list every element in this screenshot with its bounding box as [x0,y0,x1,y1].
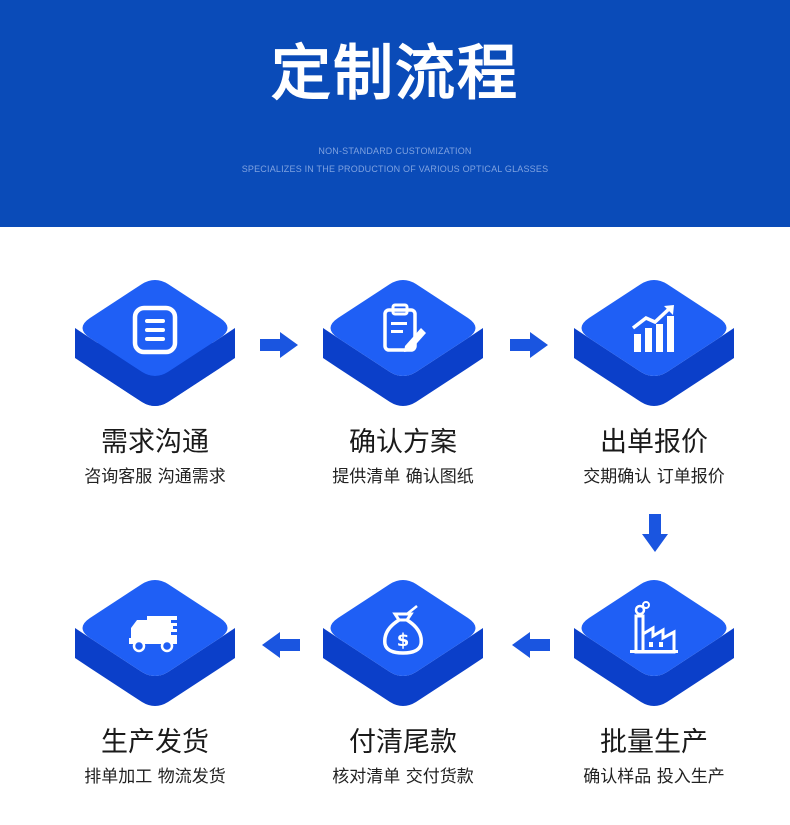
step-title: 生产发货 [101,727,209,758]
step-desc: 交期确认 订单报价 [583,467,725,487]
header-banner: 定制流程 NON-STANDARD CUSTOMIZATION SPECIALI… [0,0,790,227]
step-desc: 咨询客服 沟通需求 [84,467,226,487]
step-title: 需求沟通 [101,427,209,458]
subtitle-line-1: NON-STANDARD CUSTOMIZATION [318,146,472,156]
arrow-left-icon [512,632,550,658]
step-desc: 排单加工 物流发货 [84,767,226,787]
list-document-icon [132,305,178,355]
step-quotation: 出单报价 交期确认 订单报价 [569,278,739,487]
step-title: 出单报价 [600,427,708,458]
step-tile [70,578,240,708]
step-tile [318,278,488,408]
step-tile [70,278,240,408]
subtitle-line-2: SPECIALIZES IN THE PRODUCTION OF VARIOUS… [241,164,549,174]
step-title: 付清尾款 [349,727,457,758]
factory-icon [630,601,678,654]
step-shipping: 生产发货 排单加工 物流发货 [70,578,240,787]
step-title: 确认方案 [349,427,457,458]
step-confirm-plan: 确认方案 提供清单 确认图纸 [318,278,488,487]
arrow-right-icon [260,332,298,358]
money-bag-icon: $ [383,605,423,655]
arrow-left-icon [262,632,300,658]
step-desc: 提供清单 确认图纸 [332,467,474,487]
arrow-right-icon [510,332,548,358]
step-final-payment: $ 付清尾款 核对清单 交付货款 [318,578,488,787]
step-desc: 确认样品 投入生产 [583,767,725,787]
step-mass-production: 批量生产 确认样品 投入生产 [569,578,739,787]
step-title: 批量生产 [600,727,708,758]
page-title: 定制流程 [271,39,519,109]
step-need-communication: 需求沟通 咨询客服 沟通需求 [70,278,240,487]
step-tile: $ [318,578,488,708]
clipboard-pen-icon [383,303,426,352]
svg-text:$: $ [397,630,410,651]
delivery-truck-icon [129,616,183,653]
bar-chart-growth-icon [631,305,674,352]
step-tile [569,578,739,708]
arrow-down-icon [642,514,668,552]
step-tile [569,278,739,408]
step-desc: 核对清单 交付货款 [332,767,474,787]
